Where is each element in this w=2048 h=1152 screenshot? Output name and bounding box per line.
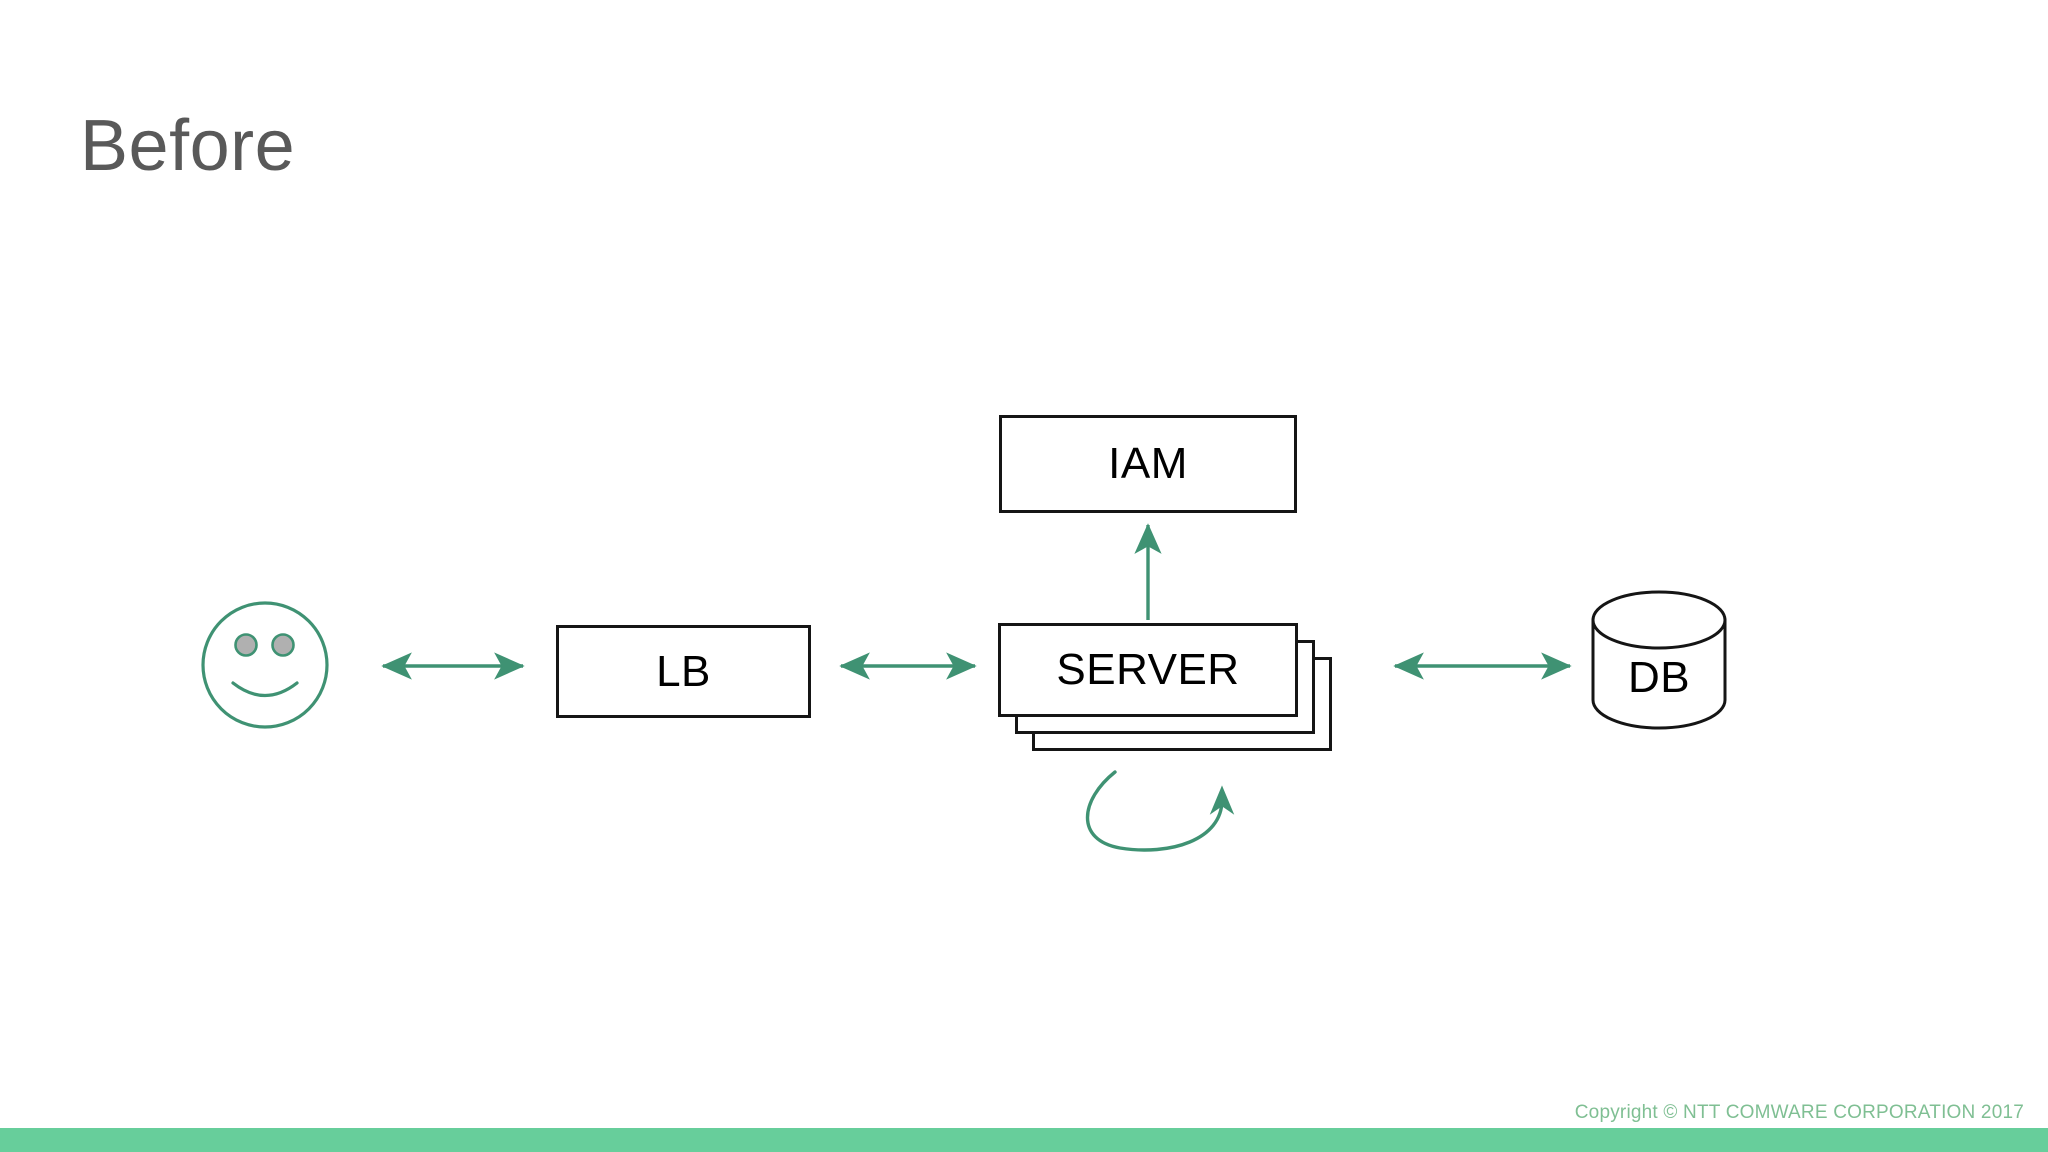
db-cylinder-body — [1591, 618, 1727, 730]
smiley-right-eye — [271, 633, 295, 657]
db-cylinder-shape — [1591, 590, 1727, 730]
footer-accent-bar — [0, 1128, 2048, 1152]
node-server[interactable]: SERVER — [998, 623, 1298, 717]
smiley-face-icon — [201, 601, 329, 729]
node-lb[interactable]: LB — [556, 625, 811, 718]
node-iam[interactable]: IAM — [999, 415, 1297, 513]
edge-server-self-loop — [1085, 770, 1235, 852]
page-title: Before — [80, 106, 296, 186]
db-cylinder-top — [1591, 590, 1727, 650]
node-db-label: DB — [1627, 653, 1691, 702]
smiley-head-circle — [201, 601, 329, 729]
self-loop-arrowhead — [1209, 785, 1235, 815]
smiley-left-eye — [234, 633, 258, 657]
footer-copyright: Copyright © NTT COMWARE CORPORATION 2017 — [1574, 1102, 2024, 1123]
smiley-mouth-arc — [231, 681, 299, 697]
